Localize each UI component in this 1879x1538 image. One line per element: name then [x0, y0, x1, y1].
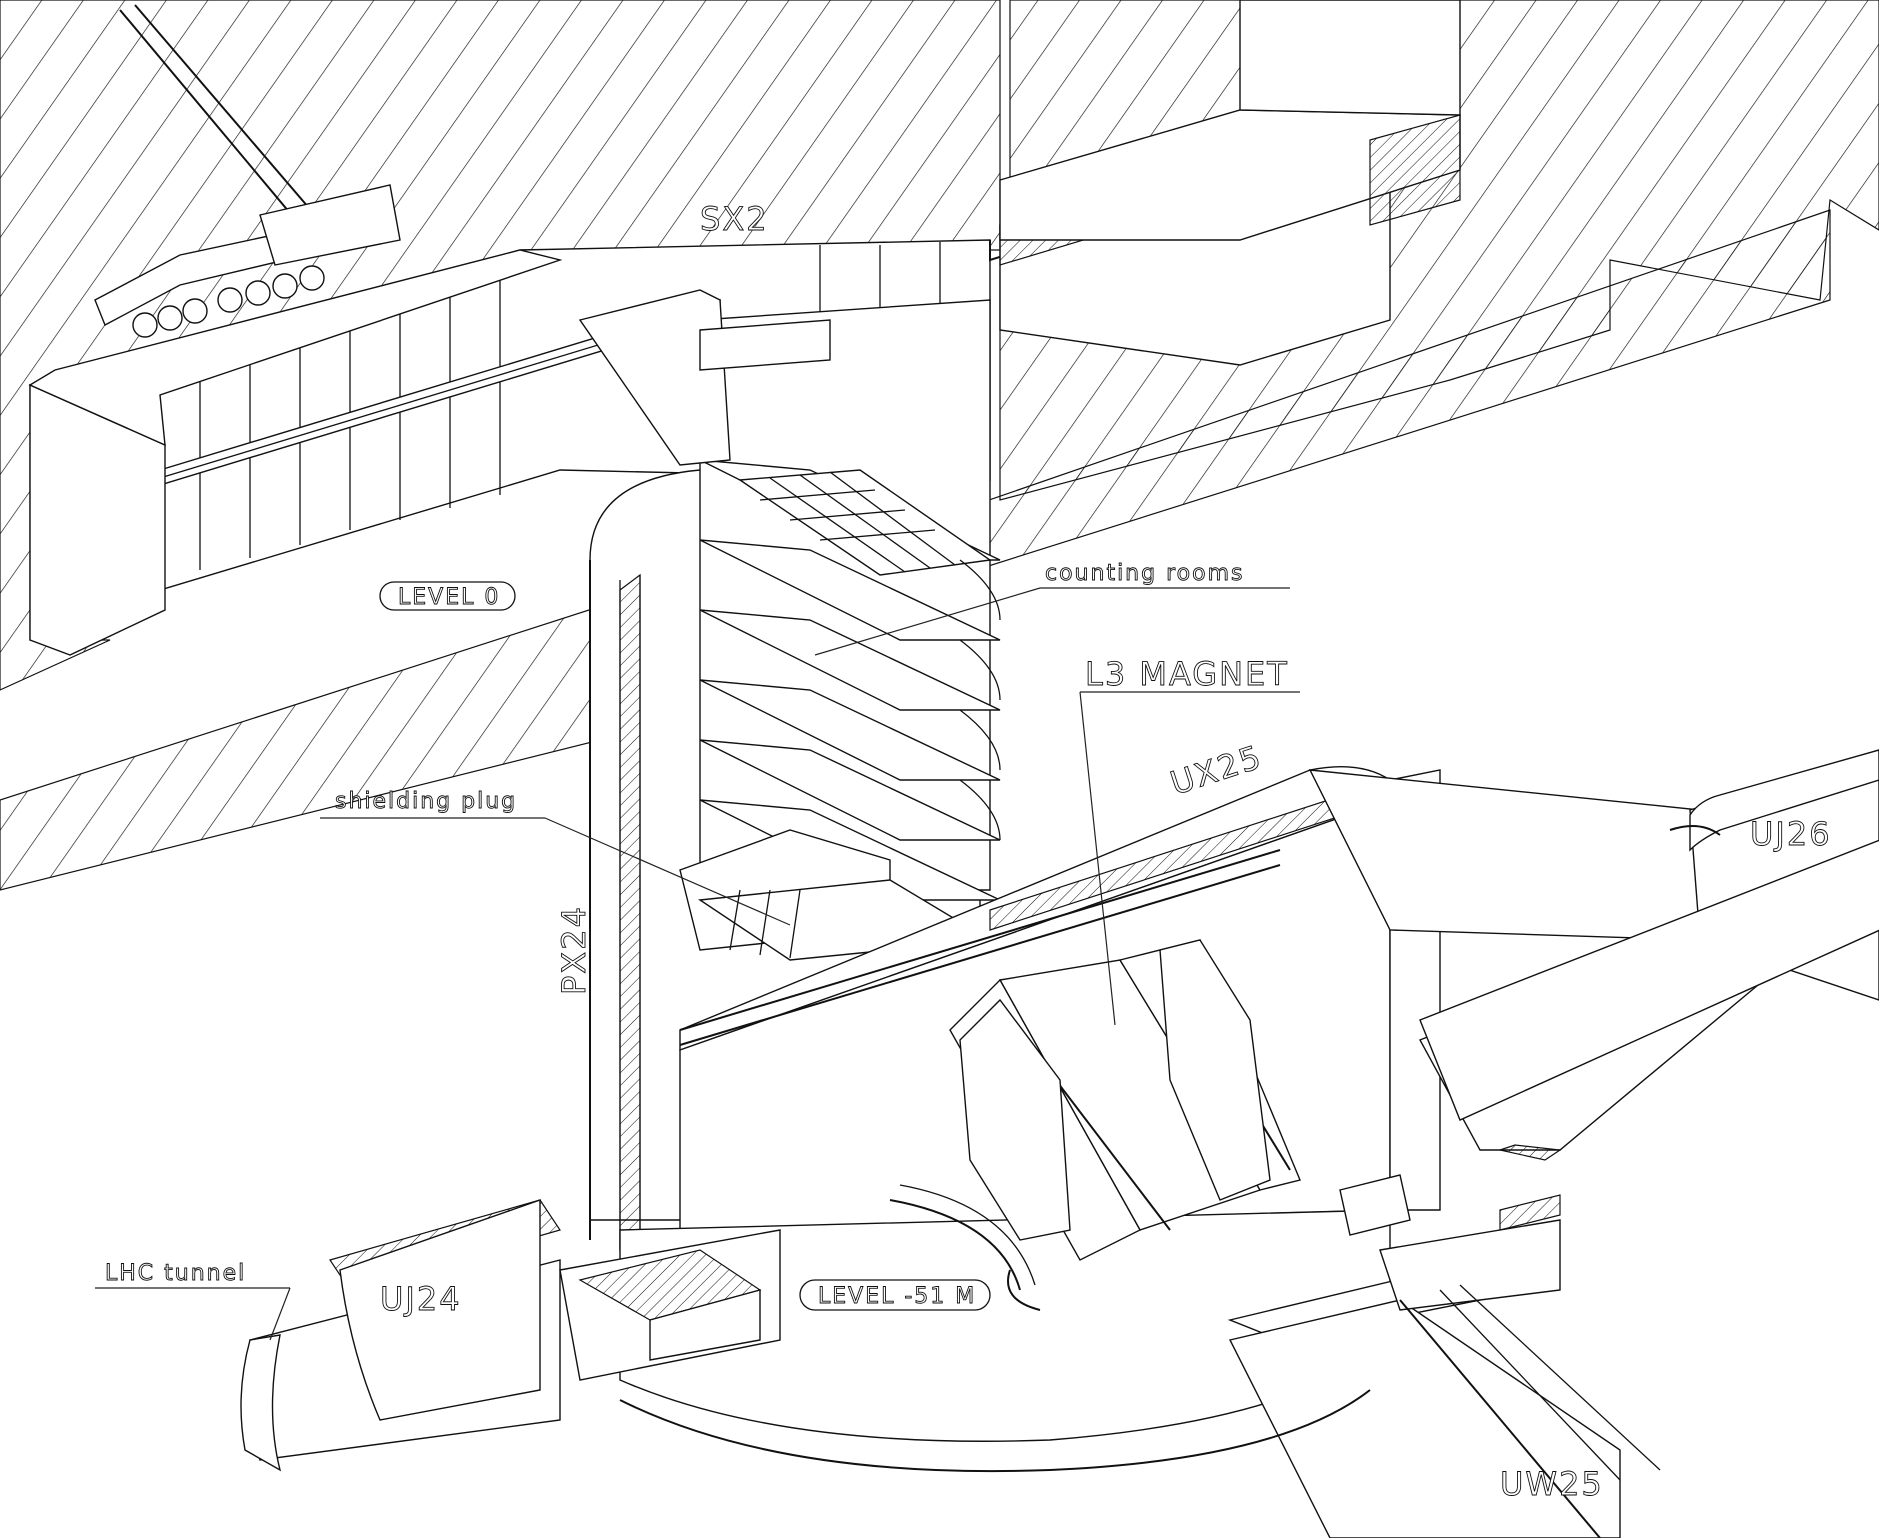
level-0-badge	[379, 581, 516, 611]
sx2-building	[28, 0, 1461, 656]
mobile-crane	[94, 4, 401, 338]
l3-magnet-label: L3 MAGNET	[1085, 655, 1289, 693]
ux25-label: UX25	[1166, 737, 1267, 802]
level-0-label: LEVEL 0	[398, 585, 500, 610]
lhc-tunnel-label: LHC tunnel	[105, 1261, 246, 1286]
l3-magnet	[889, 939, 1301, 1311]
lhc-tunnel-arrow	[269, 1287, 291, 1341]
level-51m-badge	[799, 1279, 991, 1311]
counting-rooms-tower	[578, 289, 1001, 901]
counting-rooms-arrow	[814, 587, 1041, 656]
uj24-label: UJ24	[380, 1280, 462, 1318]
sx2-label: SX2	[700, 200, 769, 238]
uw25-label: UW25	[1500, 1465, 1604, 1503]
counting-rooms-label: counting rooms	[1045, 561, 1244, 586]
l3-magnet-arrow	[1079, 691, 1116, 1026]
uw25-gallery	[1227, 1174, 1661, 1538]
uj26-tunnel	[1308, 749, 1879, 1161]
uj26-label: UJ26	[1750, 815, 1832, 853]
lhc-tunnel-uj24	[240, 1199, 1371, 1473]
level-51m-label: LEVEL -51 M	[818, 1284, 976, 1309]
shielding-plug-label: shielding plug	[335, 789, 517, 814]
px24-label: PX24	[555, 905, 593, 995]
shielding-plug-arrow	[544, 817, 791, 926]
